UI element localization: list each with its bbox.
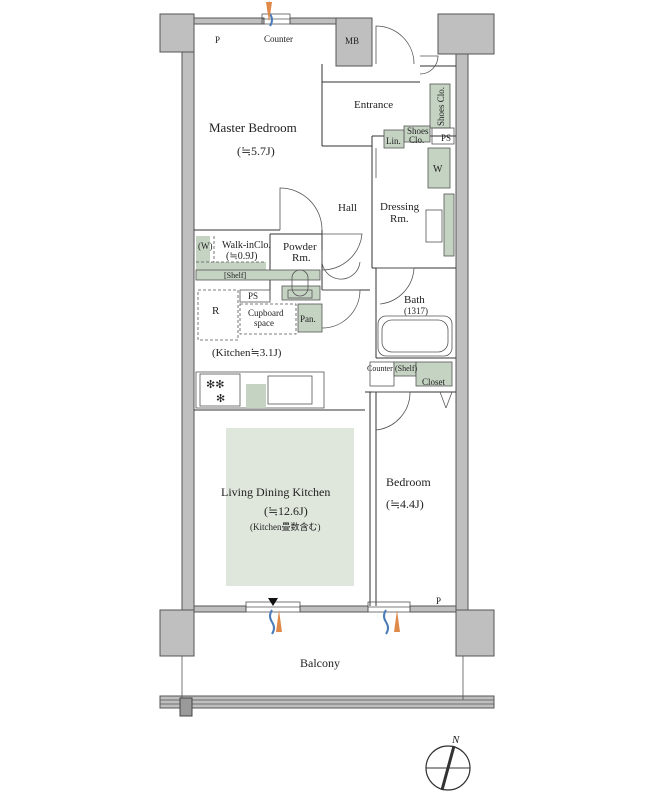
shelf-label: [Shelf] xyxy=(224,271,247,280)
ps-kitchen-label: PS xyxy=(248,291,258,301)
dressing-room-label-2: Rm. xyxy=(390,213,409,225)
outer-walls xyxy=(159,13,495,717)
walkin-closet-size: (≒0.9J) xyxy=(226,251,257,262)
powder-room-label-2: Rm. xyxy=(292,252,311,264)
shoes-closet-1-label: Shoes Clo. xyxy=(436,87,446,126)
walkin-closet-area xyxy=(195,236,321,281)
bath-size: (1317) xyxy=(404,306,428,316)
shoes-closet-2-label-a: Shoes xyxy=(407,126,429,136)
shoes-closet-2-label-b: Clo. xyxy=(409,135,424,145)
linen-label: Lin. xyxy=(386,136,401,146)
compass xyxy=(425,745,471,791)
kitchen-label: (Kitchen≒3.1J) xyxy=(212,347,282,359)
bedroom-closet xyxy=(369,361,453,409)
powder-room-label-1: Powder xyxy=(283,241,317,253)
cupboard-label-2: space xyxy=(254,318,274,328)
counter-label-top: Counter xyxy=(264,34,293,44)
bath-label: Bath xyxy=(404,294,425,306)
doors xyxy=(279,25,439,431)
pantry-label: Pan. xyxy=(300,314,316,324)
powder-room-fixtures xyxy=(281,269,321,301)
airflow-icons xyxy=(266,1,400,635)
cupboard-label-1: Cupboard xyxy=(248,308,284,318)
balcony-label: Balcony xyxy=(300,656,340,670)
svg-text:✻✻: ✻✻ xyxy=(206,379,224,391)
kitchen-area: ✻✻ ✻ xyxy=(195,289,325,409)
entrance-fixtures xyxy=(383,83,455,257)
closet-label: Closet xyxy=(422,377,446,387)
mb-label: MB xyxy=(345,36,359,46)
ps-entrance-label: PS xyxy=(441,133,451,143)
refrigerator-label: R xyxy=(212,305,220,317)
ldk-note: (Kitchen畳数含む) xyxy=(250,521,320,532)
master-bedroom-size: (≒5.7J) xyxy=(237,144,275,158)
counter-bedroom-label: Counter xyxy=(367,364,393,373)
compass-north-label: N xyxy=(451,734,460,746)
p-label-top: P xyxy=(215,35,220,45)
bath-fixtures xyxy=(377,315,453,357)
ldk-label: Living Dining Kitchen xyxy=(221,485,330,499)
bedroom-size: (≒4.4J) xyxy=(386,497,424,511)
washer-label: W xyxy=(433,164,443,175)
windows xyxy=(245,13,411,613)
hall-label: Hall xyxy=(338,202,357,214)
w-small-label: (W) xyxy=(198,241,213,251)
entrance-label: Entrance xyxy=(354,99,393,111)
p-label-bottom: P xyxy=(436,596,441,606)
ldk-floor-area xyxy=(226,428,354,586)
ldk-size: (≒12.6J) xyxy=(264,504,308,518)
labels: P Counter MB Master Bedroom (≒5.7J) Entr… xyxy=(198,34,460,746)
svg-text:✻: ✻ xyxy=(216,393,225,405)
entry-marker-icon xyxy=(268,598,278,606)
shelf-bedroom-label: (Shelf) xyxy=(395,364,418,373)
master-bedroom-label: Master Bedroom xyxy=(209,120,297,135)
dressing-room-label-1: Dressing xyxy=(380,201,420,213)
walkin-closet-label: Walk-inClo. xyxy=(222,240,271,251)
bedroom-label: Bedroom xyxy=(386,475,431,489)
